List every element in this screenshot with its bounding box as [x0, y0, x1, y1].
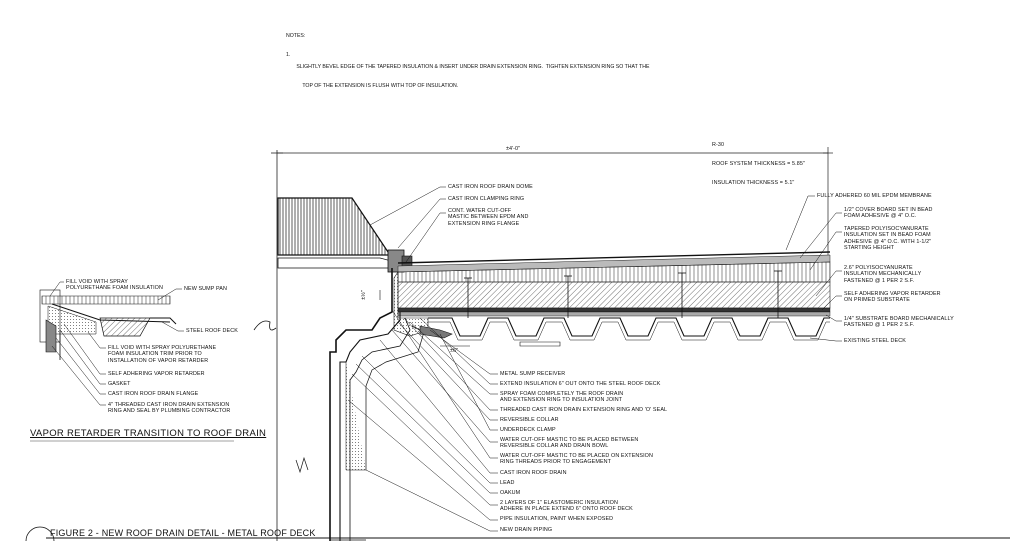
callout-cast-iron-roof-drain: CAST IRON ROOF DRAIN	[500, 470, 567, 476]
callout-lead: LEAD	[500, 480, 515, 486]
callout-clamping-ring: CAST IRON CLAMPING RING	[448, 196, 525, 202]
callout-self-adhering-vapor-retarder: SELF ADHERING VAPOR RETARDER	[108, 371, 205, 377]
callout-cover-board: 1/2" COVER BOARD SET IN BEAD FOAM ADHESI…	[844, 207, 933, 220]
rvalue-line-2: ROOF SYSTEM THICKNESS = 5.85"	[712, 161, 805, 168]
callout-elastomeric-insulation: 2 LAYERS OF 1" ELASTOMERIC INSULATION AD…	[500, 500, 633, 513]
callout-fill-void-trim: FILL VOID WITH SPRAY POLYURETHANE FOAM I…	[108, 345, 217, 364]
rvalue-block: R-30 ROOF SYSTEM THICKNESS = 5.85" INSUL…	[712, 129, 805, 193]
vertical-dimension-label: ±½"	[360, 290, 367, 300]
epdm-membrane-line	[397, 251, 831, 264]
callout-water-cutoff-mastic: CONT. WATER CUT-OFF MASTIC BETWEEN EPDM …	[448, 208, 529, 227]
callout-vapor-retarder: SELF ADHERING VAPOR RETARDER ON PRIMED S…	[844, 291, 941, 304]
callout-drain-flange: CAST IRON ROOF DRAIN FLANGE	[108, 391, 199, 397]
subdetail-title: VAPOR RETARDER TRANSITION TO ROOF DRAIN	[30, 428, 267, 439]
callout-tapered-insulation: TAPERED POLYISOCYANURATE INSULATION SET …	[844, 226, 932, 252]
callout-spray-foam: SPRAY FOAM COMPLETELY THE ROOF DRAIN AND…	[500, 391, 624, 404]
callout-threaded-drain-ring: 4" THREADED CAST IRON DRAIN EXTENSION RI…	[108, 402, 231, 415]
callout-substrate-board: 1/4" SUBSTRATE BOARD MECHANICALLY FASTEN…	[844, 316, 954, 329]
callout-mastic-collar: WATER CUT-OFF MASTIC TO BE PLACED BETWEE…	[500, 437, 639, 450]
callout-existing-steel-deck: EXISTING STEEL DECK	[844, 338, 906, 344]
figure-title: FIGURE 2 - NEW ROOF DRAIN DETAIL - METAL…	[50, 528, 316, 538]
callout-steel-roof-deck: STEEL ROOF DECK	[186, 328, 238, 334]
drain-dome-shape	[277, 197, 392, 256]
callout-threaded-extension-ring: THREADED CAST IRON DRAIN EXTENSION RING …	[500, 407, 668, 413]
notes-heading: NOTES:	[286, 33, 306, 40]
callout-oakum: OAKUM	[500, 490, 521, 496]
callout-underdeck-clamp: UNDERDECK CLAMP	[500, 427, 556, 433]
callout-extend-insulation: EXTEND INSULATION 6" OUT ONTO THE STEEL …	[500, 381, 661, 387]
steel-deck-profile	[428, 317, 830, 337]
rvalue-line-1: R-30	[712, 141, 725, 148]
small-dimension-label: ±6"	[450, 348, 459, 354]
callout-mastic-threads: WATER CUT-OFF MASTIC TO BE PLACED ON EXT…	[500, 453, 653, 466]
callout-drain-dome: CAST IRON ROOF DRAIN DOME	[448, 184, 533, 190]
notes-line-1: SLIGHTLY BEVEL EDGE OF THE TAPERED INSUL…	[296, 64, 650, 71]
drain-bowl-outline	[329, 268, 393, 541]
notes-block: NOTES: 1. SLIGHTLY BEVEL EDGE OF THE TAP…	[286, 21, 649, 108]
notes-item-number: 1.	[286, 52, 291, 59]
callout-new-sump-pan: NEW SUMP PAN	[184, 286, 227, 292]
callout-pipe-insulation: PIPE INSULATION, PAINT WHEN EXPOSED	[500, 516, 614, 522]
callout-fill-void-spray-foam: FILL VOID WITH SPRAY POLYURETHANE FOAM I…	[66, 279, 163, 292]
vapor-retarder-subdetail	[39, 281, 184, 406]
callout-epdm-membrane: FULLY ADHERED 60 MIL EPDM MEMBRANE	[817, 193, 932, 199]
polyiso-insulation	[397, 281, 831, 309]
callout-polyiso-insulation: 2.6" POLYISOCYANURATE INSULATION MECHANI…	[844, 265, 922, 284]
notes-line-2: TOP OF THE EXTENSION IS FLUSH WITH TOP O…	[302, 83, 459, 90]
overall-dimension-label: ±4'-0"	[506, 146, 520, 152]
callout-metal-sump-receiver: METAL SUMP RECEIVER	[500, 371, 566, 377]
callout-gasket: GASKET	[108, 381, 131, 387]
rvalue-line-3: INSULATION THICKNESS = 5.1"	[712, 180, 795, 187]
callout-new-drain-piping: NEW DRAIN PIPING	[500, 527, 553, 533]
callout-reversible-collar: REVERSIBLE COLLAR	[500, 417, 559, 423]
